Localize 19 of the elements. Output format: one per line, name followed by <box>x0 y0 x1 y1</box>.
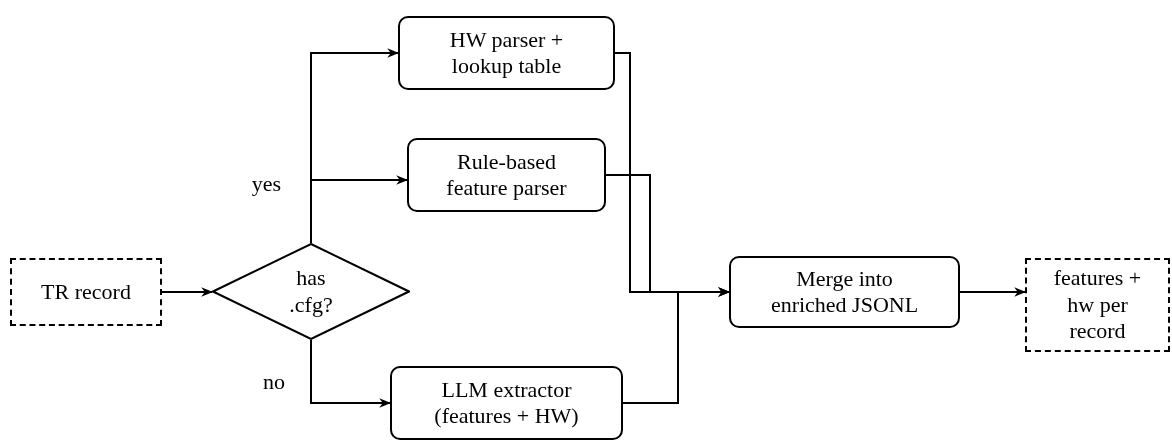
process-box <box>407 138 606 212</box>
node-label: Rule-based feature parser <box>445 148 568 202</box>
node-label: TR record <box>41 278 131 306</box>
decision-diamond <box>212 243 410 340</box>
node-label: features + hw per record <box>1052 265 1143 345</box>
process-box <box>390 366 623 440</box>
arrow <box>622 287 731 404</box>
arrow <box>310 339 392 408</box>
arrow <box>959 287 1027 297</box>
node-label: Merge into enriched JSONL <box>769 265 920 319</box>
arrow <box>310 175 409 244</box>
node-label: has .cfg? <box>288 265 334 318</box>
node-label: LLM extractor (features + HW) <box>433 376 580 430</box>
arrow <box>161 287 214 297</box>
process-box <box>398 16 615 90</box>
node-label: HW parser + lookup table <box>448 26 565 80</box>
input-box <box>10 258 162 326</box>
process-box <box>729 256 960 328</box>
output-box <box>1025 258 1170 352</box>
